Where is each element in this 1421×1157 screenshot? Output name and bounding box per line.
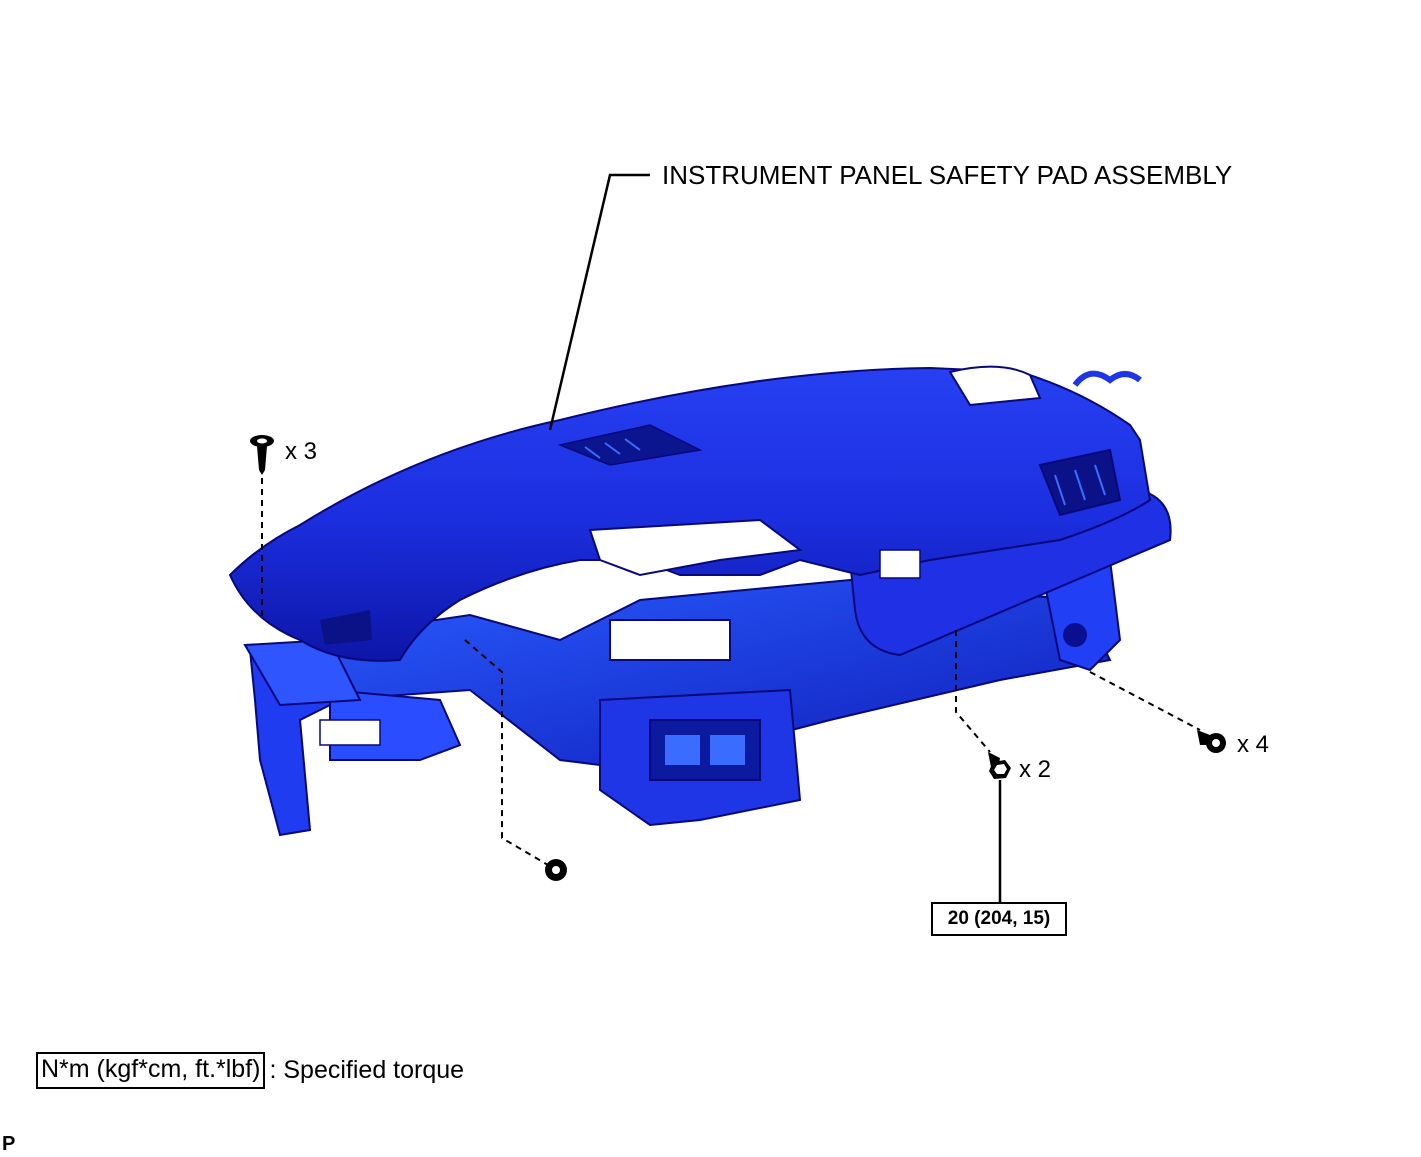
corner-mark: P <box>2 1133 16 1155</box>
qty-left-clip-label: x 3 <box>285 438 318 465</box>
qty-center-bolt-label: x 2 <box>1019 756 1052 783</box>
part-title-label: INSTRUMENT PANEL SAFETY PAD ASSEMBLY <box>662 160 1233 190</box>
legend-description: : Specified torque <box>269 1056 465 1084</box>
torque-value: 20 (204, 15) <box>947 908 1051 929</box>
nut-icon <box>545 859 567 881</box>
nut-dashed-leader <box>464 639 549 866</box>
bolt-center-dashed-leader <box>955 630 991 753</box>
legend-unit-box: N*m (kgf*cm, ft.*lbf) <box>36 1052 266 1089</box>
torque-legend: N*m (kgf*cm, ft.*lbf) : Specified torque <box>36 1052 464 1089</box>
instrument-panel-illustration <box>228 365 1172 837</box>
bolt-center-icon <box>988 752 1011 779</box>
clip-icon <box>250 435 274 475</box>
bolt-right-dashed-leader <box>1089 671 1201 731</box>
bolt-right-icon <box>1197 730 1226 753</box>
passenger-knee-module <box>848 488 1172 657</box>
torque-spec-box: 20 (204, 15) <box>931 902 1067 936</box>
qty-right-bolt-label: x 4 <box>1237 731 1270 758</box>
title-leader-line <box>548 173 650 431</box>
safety-pad <box>228 366 1152 662</box>
